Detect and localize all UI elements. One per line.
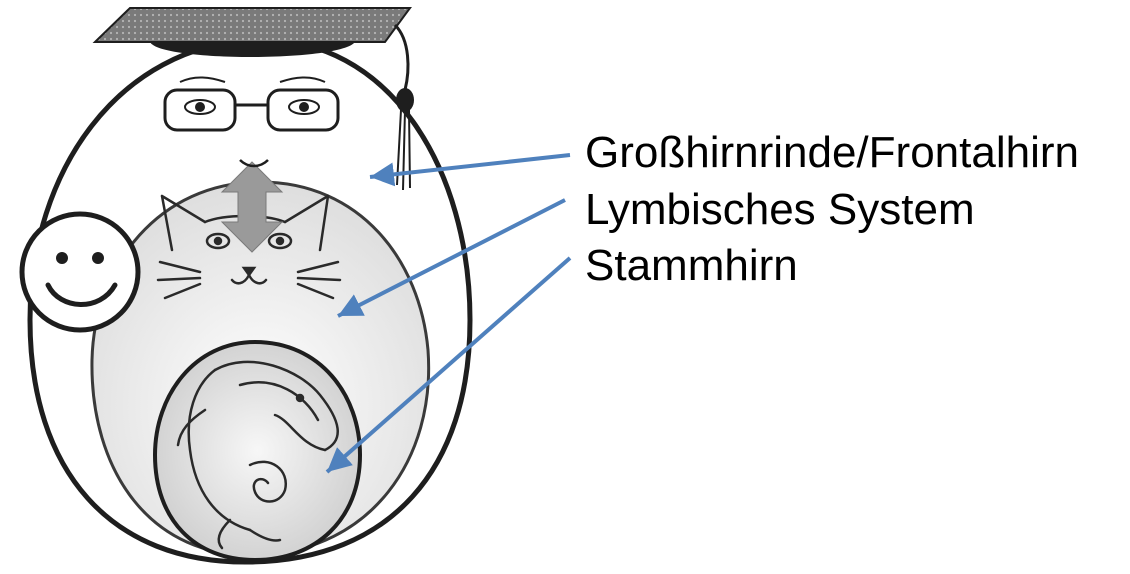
label-cortex: Großhirnrinde/Frontalhirn	[585, 131, 1079, 175]
label-brain-stem: Stammhirn	[585, 244, 798, 288]
smiley-icon	[22, 214, 138, 330]
mortarboard-cap	[95, 8, 410, 42]
label-limbic-system: Lymbisches System	[585, 188, 975, 232]
lizard-egg-brainstem	[155, 342, 360, 560]
